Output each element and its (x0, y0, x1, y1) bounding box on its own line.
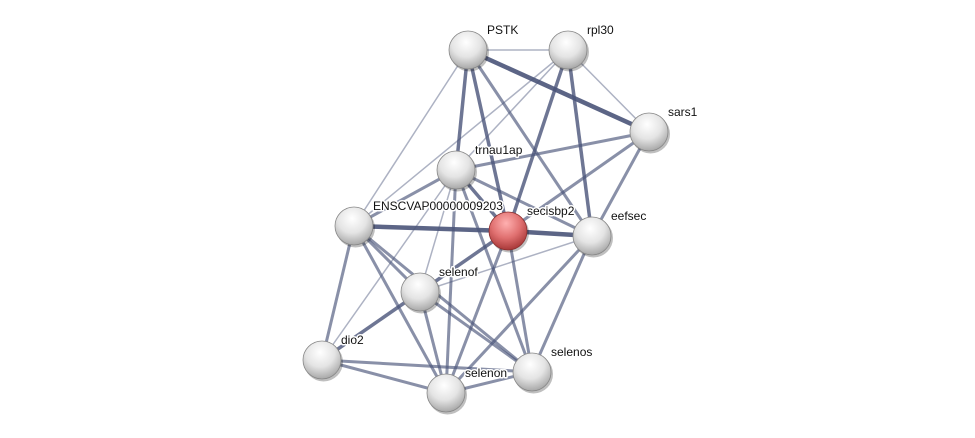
edge-PSTK-secisbp2[interactable] (466, 49, 510, 232)
edge-eefsec-selenon[interactable] (444, 234, 594, 395)
edge-ENSC-secisbp2[interactable] (353, 223, 509, 234)
edge-selenof-selenos[interactable] (419, 290, 533, 374)
node-selenos[interactable]: selenos (512, 344, 594, 394)
node-sphere[interactable] (334, 206, 374, 246)
node-label: secisbp2 (527, 204, 575, 218)
edge-trnau1ap-selenof[interactable] (419, 169, 457, 293)
node-sphere[interactable] (488, 211, 528, 251)
node-label: rpl30 (587, 23, 614, 37)
edge-trnau1ap-eefsec[interactable] (455, 168, 593, 238)
edge-secisbp2-selenon[interactable] (444, 230, 510, 394)
node-sphere[interactable] (572, 216, 612, 256)
edge-rpl30-trnau1ap[interactable] (455, 49, 569, 171)
edge-dio2-selenon[interactable] (321, 358, 447, 395)
node-sphere[interactable] (548, 30, 588, 70)
node-trnau1ap[interactable]: trnau1ap (436, 142, 524, 192)
nodes-layer: PSTK rpl30 sars1 trnau1apENSCVAP00000009203… (302, 22, 699, 415)
node-label: selenof (439, 265, 478, 279)
node-selenof[interactable]: selenof (400, 264, 480, 314)
edge-eefsec-selenos[interactable] (530, 235, 594, 373)
edge-trnau1ap-selenon[interactable] (444, 169, 458, 394)
edge-sars1-eefsec[interactable] (590, 131, 651, 237)
node-sars1[interactable]: sars1 (629, 104, 699, 154)
edge-selenof-dio2[interactable] (321, 290, 421, 362)
node-dio2[interactable]: dio2 (302, 332, 366, 382)
edge-PSTK-ENSC[interactable] (353, 49, 469, 227)
edge-eefsec-selenof[interactable] (419, 235, 593, 293)
node-label: dio2 (341, 333, 364, 347)
edge-PSTK-eefsec[interactable] (466, 49, 594, 237)
node-sphere[interactable] (436, 150, 476, 190)
node-rpl30[interactable]: rpl30 (548, 22, 616, 72)
edge-sars1-trnau1ap[interactable] (455, 130, 650, 172)
node-sphere[interactable] (629, 112, 669, 152)
edge-trnau1ap-dio2[interactable] (321, 169, 457, 361)
edge-PSTK-trnau1ap[interactable] (454, 49, 470, 171)
node-label: selenon (465, 366, 507, 380)
node-label: selenos (551, 345, 592, 359)
node-sphere[interactable] (400, 272, 440, 312)
node-selenon[interactable]: selenon (426, 365, 509, 415)
node-label: trnau1ap (475, 143, 523, 157)
node-sphere[interactable] (448, 30, 488, 70)
edge-rpl30-ENSC[interactable] (353, 49, 569, 227)
edge-secisbp2-selenos[interactable] (506, 230, 534, 373)
node-sphere[interactable] (302, 340, 342, 380)
edge-rpl30-eefsec[interactable] (566, 49, 594, 237)
edge-sars1-secisbp2[interactable] (507, 130, 650, 233)
edge-dio2-selenos[interactable] (321, 358, 533, 374)
edge-ENSC-dio2[interactable] (320, 225, 356, 361)
node-sphere[interactable] (426, 373, 466, 413)
node-ENSC[interactable]: ENSCVAP00000009203 (334, 198, 505, 248)
node-sphere[interactable] (512, 352, 552, 392)
node-secisbp2[interactable]: secisbp2 (488, 203, 576, 253)
node-eefsec[interactable]: eefsec (572, 208, 648, 258)
node-label: eefsec (611, 209, 646, 223)
node-label: ENSCVAP00000009203 (373, 199, 503, 213)
node-PSTK[interactable]: PSTK (448, 22, 520, 72)
edge-ENSC-selenos[interactable] (353, 224, 533, 374)
node-label: sars1 (668, 105, 698, 119)
edge-PSTK-sars1[interactable] (467, 47, 650, 135)
node-label: PSTK (487, 23, 518, 37)
